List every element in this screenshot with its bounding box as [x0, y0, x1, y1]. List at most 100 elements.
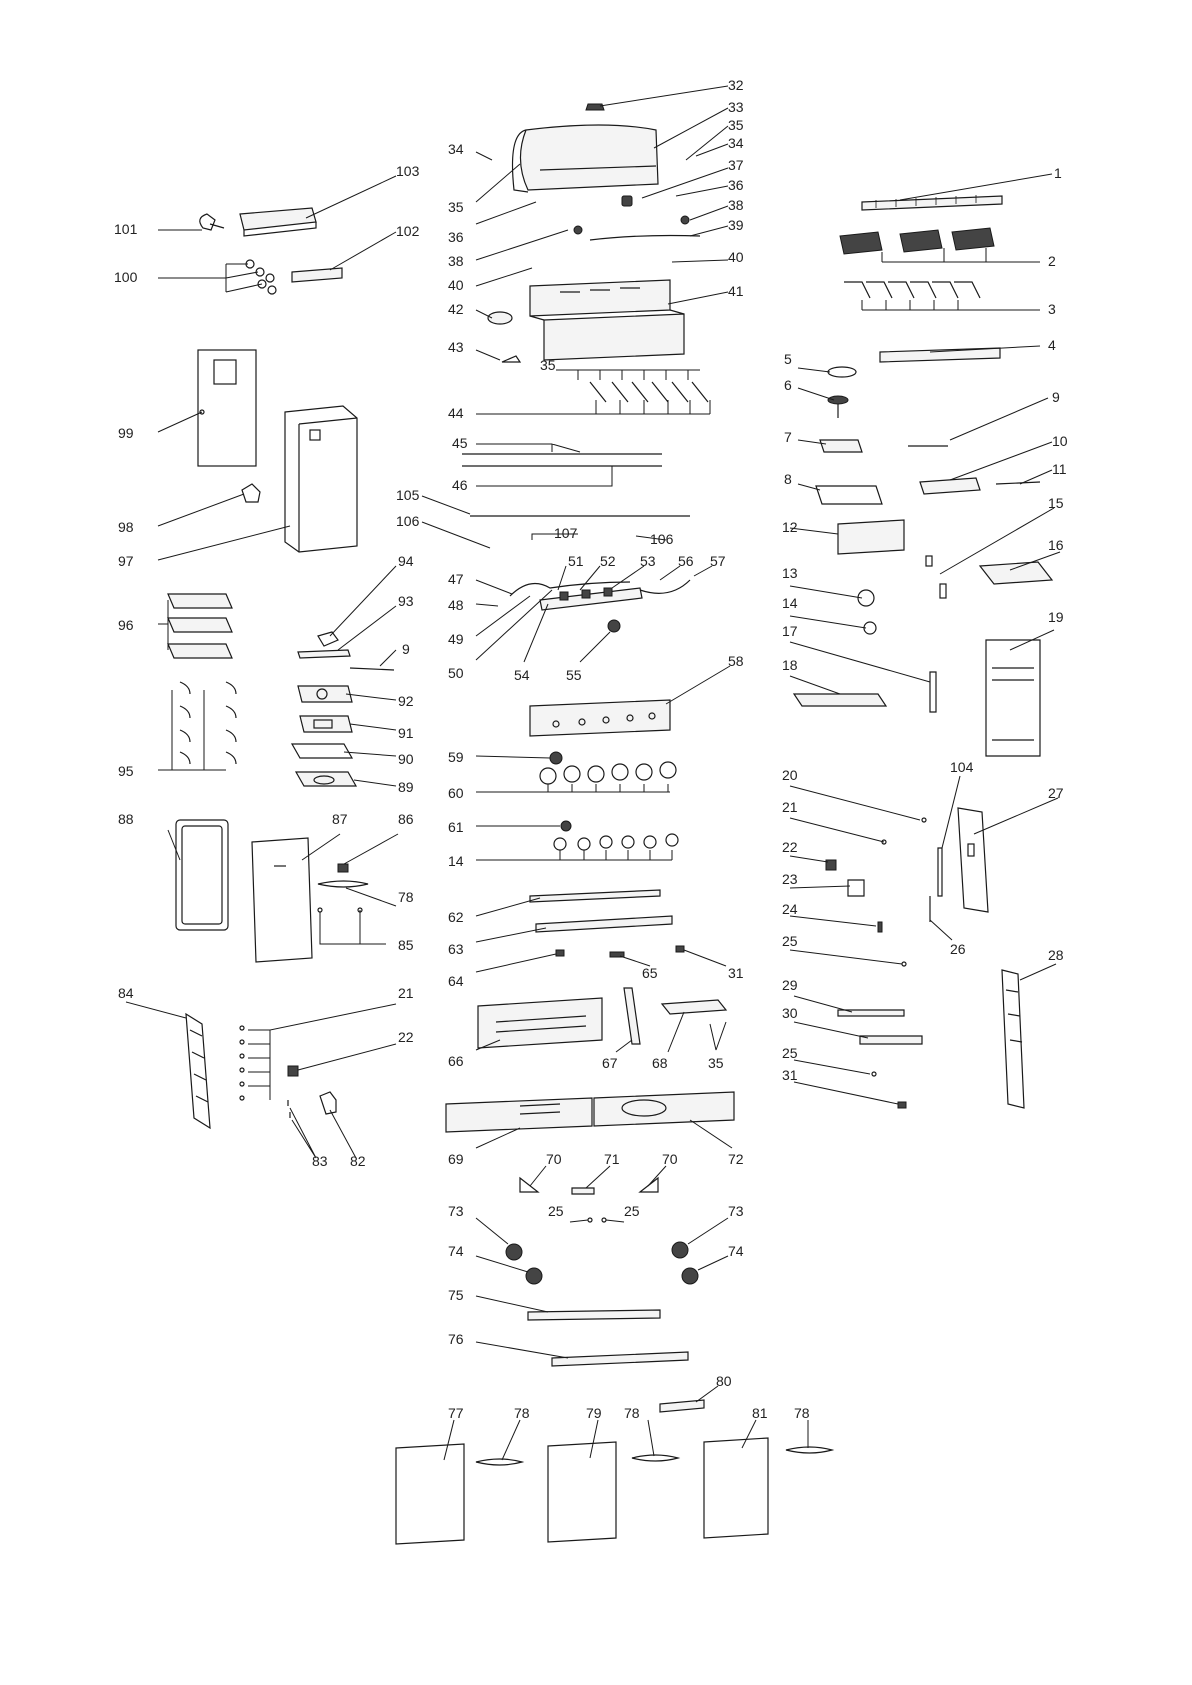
callout-36-right: 36	[728, 177, 744, 193]
callout-103: 103	[396, 163, 420, 179]
callout-93: 93	[398, 593, 414, 609]
callout-45: 45	[452, 435, 468, 451]
callout-63: 63	[448, 941, 464, 957]
part-100-valve-set	[245, 259, 277, 295]
part-77-door	[395, 1443, 465, 1545]
callout-74-left: 74	[448, 1243, 464, 1259]
callout-14-right: 14	[782, 595, 798, 611]
part-24-latch	[877, 921, 883, 933]
callout-57: 57	[710, 553, 726, 569]
callout-8: 8	[784, 471, 792, 487]
part-28-side-panel	[1001, 969, 1025, 1109]
part-25-bolt-b	[871, 1071, 877, 1077]
callout-20: 20	[782, 767, 798, 783]
callout-85: 85	[398, 937, 414, 953]
callout-25-c: 25	[548, 1203, 564, 1219]
part-55-regulator	[607, 619, 621, 633]
callout-69: 69	[448, 1151, 464, 1167]
callout-9-left: 9	[402, 641, 410, 657]
callout-55: 55	[566, 667, 582, 683]
part-17-rail	[929, 671, 937, 713]
callout-34-left: 34	[448, 141, 464, 157]
part-39-lid-handle	[589, 234, 701, 241]
part-12-drip-box	[837, 519, 905, 555]
part-4-grease-tray	[879, 347, 1001, 363]
callout-50: 50	[448, 665, 464, 681]
part-13-knob	[857, 589, 875, 607]
part-91-burner-tray	[299, 715, 353, 733]
part-86-magnet	[337, 863, 349, 873]
part-14-knobs	[553, 833, 679, 851]
part-85-screws	[317, 907, 363, 913]
part-8-frame	[815, 485, 883, 505]
callout-labels: 1 2 3 4 5 6 7 8 9 9 10 11 12 13 14 14 15…	[114, 77, 1068, 1421]
callout-73-left: 73	[448, 1203, 464, 1219]
leader-lines	[125, 85, 1061, 1461]
callout-54: 54	[514, 667, 530, 683]
part-61-knob	[560, 820, 572, 832]
part-104-rail	[937, 847, 943, 897]
part-101-bracket	[199, 213, 225, 231]
callout-52: 52	[600, 553, 616, 569]
callout-40-right: 40	[728, 249, 744, 265]
part-62-rail	[529, 889, 661, 903]
callout-36-left: 36	[448, 229, 464, 245]
callout-80: 80	[716, 1373, 732, 1389]
callout-16: 16	[1048, 537, 1064, 553]
callout-42: 42	[448, 301, 464, 317]
part-53-valve-manifold	[539, 587, 643, 611]
callout-7: 7	[784, 429, 792, 445]
callout-34-right: 34	[728, 135, 744, 151]
callout-76: 76	[448, 1331, 464, 1347]
part-21-screw-set	[239, 1025, 245, 1101]
part-78-handle-b	[475, 1458, 525, 1466]
callout-58: 58	[728, 653, 744, 669]
callout-31-center: 31	[728, 965, 744, 981]
callout-73-right: 73	[728, 1203, 744, 1219]
callout-94: 94	[398, 553, 414, 569]
part-78-handle-c	[631, 1454, 681, 1462]
part-3-flame-tamers	[844, 281, 981, 299]
part-2-cooking-grates	[839, 227, 995, 255]
callout-38-right: 38	[728, 197, 744, 213]
callout-102: 102	[396, 223, 420, 239]
callout-35-burners: 35	[540, 357, 556, 373]
part-81-door	[703, 1437, 769, 1539]
part-25-bolts-center	[587, 1217, 607, 1223]
callout-35-shelf: 35	[708, 1055, 724, 1071]
callout-47: 47	[448, 571, 464, 587]
callout-74-right: 74	[728, 1243, 744, 1259]
callout-82: 82	[350, 1153, 366, 1169]
part-65-bracket	[609, 951, 625, 958]
part-1-warming-rack	[861, 195, 1003, 211]
callout-78-c: 78	[624, 1405, 640, 1421]
part-63-rail	[535, 915, 673, 933]
callout-41: 41	[728, 283, 744, 299]
part-79-door	[547, 1441, 617, 1543]
part-23-hinge	[847, 879, 865, 897]
callout-87: 87	[332, 811, 348, 827]
part-92-burner-grate	[297, 685, 353, 703]
part-29-rail	[837, 1009, 905, 1017]
callout-32: 32	[728, 77, 744, 93]
callout-77: 77	[448, 1405, 464, 1421]
callout-68: 68	[652, 1055, 668, 1071]
callout-21-right: 21	[782, 799, 798, 815]
part-103-drawer-box	[239, 207, 317, 237]
part-88-gasket-frame	[175, 819, 229, 931]
part-45-46-tubes	[462, 453, 662, 467]
callout-78-b: 78	[514, 1405, 530, 1421]
part-58-control-panel	[529, 699, 671, 737]
callout-70-right: 70	[662, 1151, 678, 1167]
part-42-grease-cup	[487, 311, 513, 325]
callout-66: 66	[448, 1053, 464, 1069]
callout-31-right: 31	[782, 1067, 798, 1083]
callout-104: 104	[950, 759, 974, 775]
callout-27: 27	[1048, 785, 1064, 801]
callout-11: 11	[1052, 461, 1067, 477]
callout-62: 62	[448, 909, 464, 925]
callout-2: 2	[1048, 253, 1056, 269]
part-78-handle-a	[317, 880, 369, 888]
callout-61: 61	[448, 819, 464, 835]
